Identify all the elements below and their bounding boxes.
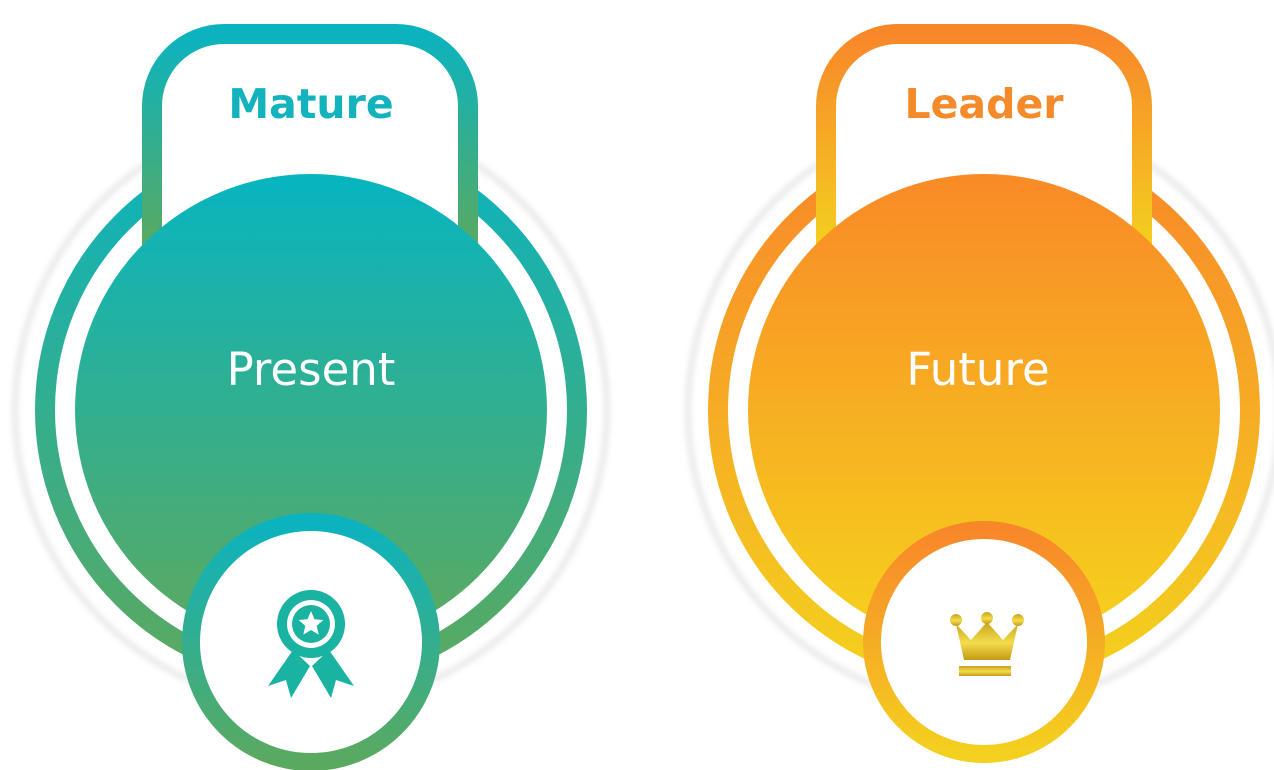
tag-label-leader: Leader	[904, 80, 1064, 128]
award-ribbon-icon	[268, 590, 354, 698]
stage-mature-present	[12, 24, 610, 770]
main-circle	[748, 174, 1220, 646]
main-circle	[75, 174, 547, 646]
crown-icon	[950, 612, 1024, 676]
circle-label-future: Future	[906, 343, 1050, 396]
tag-label-mature: Mature	[228, 80, 394, 128]
circle-label-present: Present	[226, 343, 396, 396]
stage-leader-future	[685, 24, 1274, 763]
